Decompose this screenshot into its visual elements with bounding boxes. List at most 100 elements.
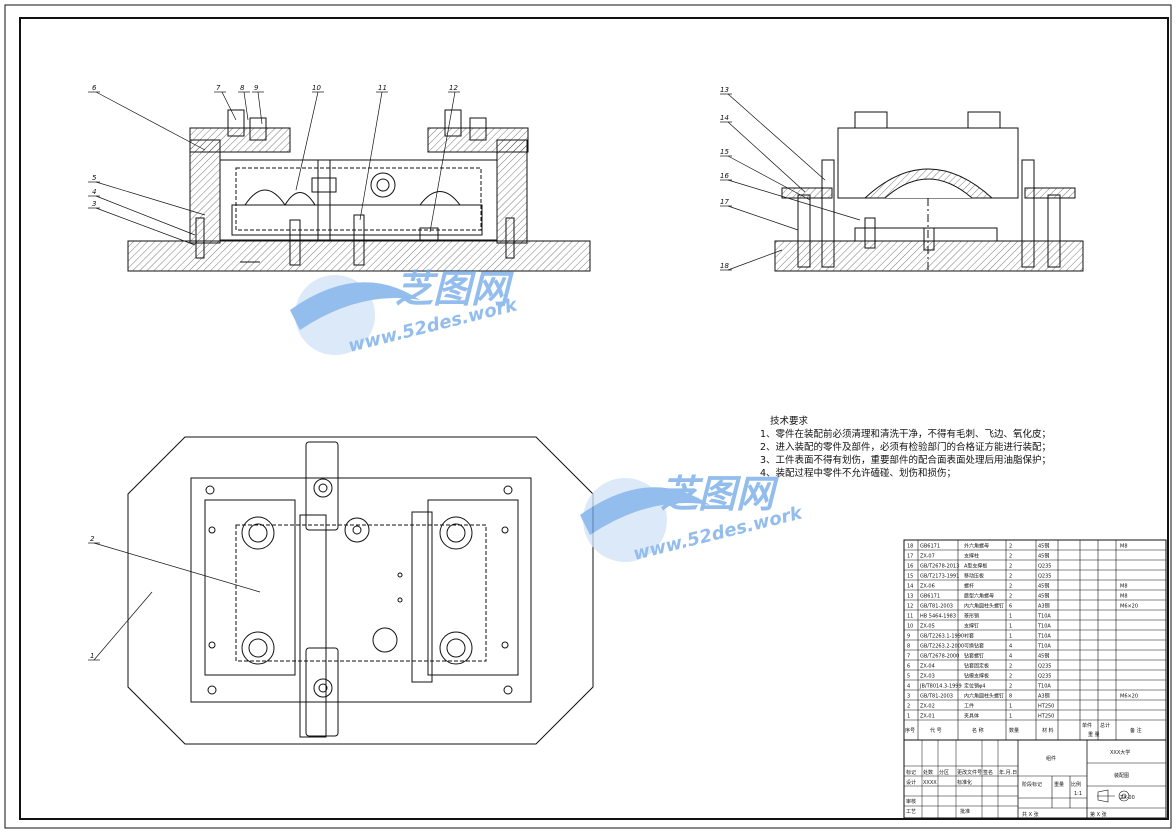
bom-row-11-name: 菱形销 — [964, 613, 979, 620]
balloon-4: 4 — [92, 188, 96, 196]
title-block-text: XXX大学 装配图 ZX-00 组件 1:1 阶段标记 重量 比例 共 X 张 … — [906, 749, 1135, 818]
bom-row-6-number: 6 — [907, 664, 910, 670]
bom-row-7-number: 7 — [907, 654, 910, 660]
side-view-leaders — [720, 93, 861, 271]
bom-row-1-number: 1 — [907, 714, 910, 720]
bom-row-18-number: 18 — [907, 544, 913, 550]
svg-text:芝图网: 芝图网 — [660, 472, 779, 516]
bom-row-17-number: 17 — [907, 554, 913, 560]
bom-row-18-name: 外六角螺母 — [964, 543, 989, 550]
bom-row-10-material: T10A — [1037, 624, 1051, 630]
balloon-17: 17 — [720, 198, 729, 206]
bom-row-12-qty: 6 — [1009, 604, 1012, 610]
bom-row-16-material: Q235 — [1038, 564, 1051, 570]
label-design: 设计 — [906, 779, 916, 786]
balloon-13: 13 — [720, 86, 729, 94]
tech-line-2: 2、进入装配的零件及部件，必须有检验部门的合格证方能进行装配； — [760, 441, 1051, 453]
top-view — [127, 436, 594, 745]
balloon-9: 9 — [254, 84, 259, 92]
scale-label: 比例 — [1071, 781, 1081, 788]
bom-row-11-qty: 1 — [1009, 614, 1012, 620]
balloon-15: 15 — [720, 148, 729, 156]
weight-label: 重量 — [1054, 781, 1064, 788]
bom-row-15-code: GB/T2173-1991 — [920, 574, 959, 580]
bom-row-9-code: GB/T2263.1-1990 — [920, 634, 964, 640]
bom-row-3-name: 内六角圆柱头螺钉 — [964, 693, 1004, 700]
bom-row-3-qty: 8 — [1009, 694, 1012, 700]
label-count: 处数 — [923, 769, 933, 776]
bom-row-18-note: M8 — [1120, 544, 1128, 550]
top-view-leaders — [88, 542, 261, 661]
bom-row-1-qty: 1 — [1009, 714, 1012, 720]
bom-row-18-qty: 2 — [1009, 544, 1012, 550]
balloon-10: 10 — [312, 84, 321, 92]
bom-row-8-number: 8 — [907, 644, 910, 650]
svg-text:芝图网: 芝图网 — [395, 267, 514, 311]
bom-row-5-code: ZX-03 — [920, 674, 935, 680]
balloon-1: 1 — [90, 652, 94, 660]
bom-row-12-number: 12 — [907, 604, 913, 610]
label-sign: 签名 — [983, 769, 993, 776]
bom-row-13-number: 13 — [907, 594, 913, 600]
bom-row-13-name: 蘑型六角螺母 — [964, 593, 994, 600]
bom-row-12-name: 内六角圆柱头螺钉 — [964, 603, 1004, 610]
label-process: 工艺 — [906, 809, 916, 815]
bom-row-1-code: ZX-01 — [920, 714, 935, 720]
balloon-11: 11 — [378, 84, 387, 92]
bom-header-material: 材 料 — [1042, 727, 1054, 734]
bom-row-6-code: ZX-04 — [920, 664, 935, 670]
bom-header-qty: 数量 — [1009, 727, 1019, 734]
bom-row-9-name: 衬套 — [964, 633, 974, 640]
label-approve: 批准 — [960, 808, 970, 815]
bom-row-3-code: GB/T81-2003 — [920, 694, 953, 700]
drawing-number: ZX-00 — [1120, 795, 1135, 801]
bom-row-14-code: ZX-06 — [920, 584, 935, 590]
bom-header-weight: 重 量 — [1088, 731, 1100, 738]
bom-row-6-qty: 2 — [1009, 664, 1012, 670]
bom-row-5-name: 钻模支撑板 — [964, 673, 989, 680]
bom-row-7-qty: 4 — [1009, 654, 1012, 660]
bom-row-6-name: 钻套固定板 — [964, 663, 989, 670]
company-name: XXX大学 — [1110, 749, 1130, 756]
balloon-7: 7 — [216, 84, 221, 92]
bom-row-12-code: GB/T81-2003 — [920, 604, 953, 610]
bom-row-9-material: T10A — [1037, 634, 1051, 640]
side-view-balloon-numbers: 13 14 15 16 17 18 — [720, 86, 729, 270]
designer-name: XXXX — [923, 780, 937, 786]
bom-row-14-number: 14 — [907, 584, 913, 590]
inner-frame — [19, 17, 1169, 820]
bom-row-16-number: 16 — [907, 564, 913, 570]
bom-row-10-code: ZX-05 — [920, 624, 935, 630]
tech-line-4: 4、装配过程中零件不允许磕碰、划伤和损伤； — [760, 467, 956, 479]
balloon-16: 16 — [720, 172, 729, 180]
bom-row-4-material: T10A — [1037, 684, 1051, 690]
bom-row-16-name: A型支撑板 — [964, 563, 987, 570]
balloon-14: 14 — [720, 114, 729, 122]
balloon-18: 18 — [720, 262, 729, 270]
bom-row-8-name: 可换钻套 — [964, 643, 984, 650]
bom-row-17-material: 45钢 — [1038, 553, 1049, 560]
bom-row-10-qty: 1 — [1009, 624, 1012, 630]
bom-row-4-name: 定位销φ4 — [964, 683, 985, 690]
bom-row-15-material: Q235 — [1038, 574, 1051, 580]
bom-row-11-number: 11 — [907, 614, 913, 620]
front-view — [127, 109, 591, 272]
bom-row-5-qty: 2 — [1009, 674, 1012, 680]
label-date: 年.月.日 — [999, 769, 1017, 776]
bom-row-14-name: 螺杆 — [964, 583, 974, 590]
bom-row-11-material: T10A — [1037, 614, 1051, 620]
bom-row-13-qty: 2 — [1009, 594, 1012, 600]
balloon-3: 3 — [92, 200, 96, 208]
bom-row-2-material: HT250 — [1038, 704, 1054, 710]
sheet-total: 共 X 张 — [1022, 811, 1039, 818]
bom-row-11-code: HB 5464-1983 — [920, 614, 956, 620]
bom-row-17-name: 支撑柱 — [964, 553, 979, 560]
technical-requirements: 技术要求 1、零件在装配前必须清理和清洗干净，不得有毛刺、飞边、氧化皮； 2、进… — [760, 415, 1051, 479]
bom-header-note: 备 注 — [1130, 727, 1142, 734]
balloon-6: 6 — [92, 84, 97, 92]
stage-label: 阶段标记 — [1022, 781, 1042, 788]
top-view-balloon-numbers: 2 1 — [90, 535, 95, 660]
bom-row-14-material: 45钢 — [1038, 583, 1049, 590]
